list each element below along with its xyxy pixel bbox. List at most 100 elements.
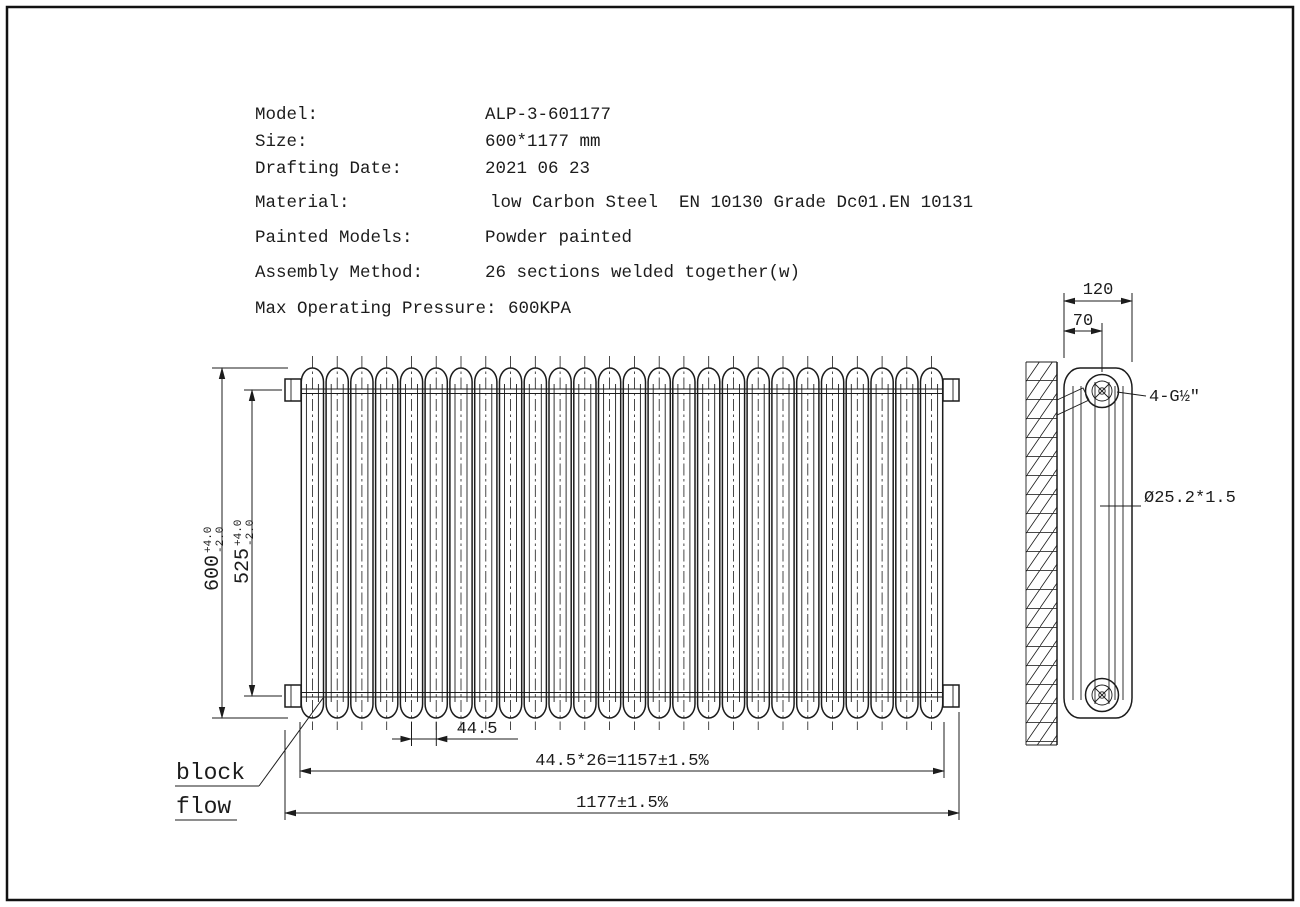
section-outline [523,367,548,719]
spec-value: Powder painted [485,228,632,248]
flow-note-line1: block [176,760,245,786]
radiator-section [721,356,746,730]
section-outline [350,367,374,719]
radiator-section [548,356,572,730]
tube-diameter-callout: Ø25.2*1.5 [1100,489,1236,508]
section-outline [795,367,820,719]
flow-note-line2: flow [176,794,231,820]
side-view: 120 70 4-G½" Ø25.2*1.5 [1025,281,1236,746]
dimension-height-600: 600 +4.0 -2.0 [202,367,288,719]
wall-hatch [1026,362,1057,745]
bottom-pipe-fitting [1084,677,1120,713]
section-outline [895,367,919,719]
sheet-border [5,5,1295,902]
section-outline [845,367,870,719]
connection-thread-callout: 4-G½" [1116,388,1200,407]
connector-bushing-top-right [942,378,960,402]
section-outline [597,367,622,719]
section-outline [449,367,473,719]
radiator-section [672,356,696,730]
radiator-section [498,356,523,730]
section-outline [870,367,894,719]
spec-label: Assembly Method: [255,263,423,283]
section-outline [672,367,696,719]
radiator-section [746,356,771,730]
radiator-section [449,356,473,730]
dimension-inner-height-525: 525 +4.0 -2.0 [232,389,282,697]
leader-line [1116,391,1147,397]
section-outline [696,367,721,719]
radiator-section [300,356,325,730]
radiator-section [473,356,498,730]
radiator-section [771,356,795,730]
spec-block: Model: ALP-3-601177 Size: 600*1177 mm Dr… [255,105,973,319]
spec-label: Material: [255,193,350,213]
radiator-section [647,356,672,730]
spec-value: low Carbon Steel EN 10130 Grade Dc01.EN … [490,193,973,213]
radiator-sections [300,356,944,730]
dim-tolerance-plus: +4.0 [233,520,245,546]
dim-tolerance-plus: +4.0 [203,527,215,553]
dimension-pipe-offset-70: 70 [1063,312,1103,372]
spec-label: Drafting Date: [255,159,402,179]
dimension-overall-width-1177: 1177±1.5% [284,712,960,820]
radiator-section [820,356,845,730]
spec-label: Size: [255,132,308,152]
leader-line [258,697,324,787]
spec-label: Painted Models: [255,228,413,248]
spec-value: 2021 06 23 [485,159,590,179]
dim-tolerance-minus: -2.0 [245,520,257,546]
radiator-section [919,356,944,730]
section-outline [325,367,350,719]
dim-value: 525 [232,548,255,584]
section-outline [622,367,647,719]
thread-label: 4-G½" [1149,388,1200,407]
radiator-section [424,356,449,730]
section-outline [498,367,523,719]
spec-value: ALP-3-601177 [485,105,611,125]
section-outline [820,367,845,719]
dim-value: 44.5 [457,720,498,739]
top-pipe-fitting [1084,373,1120,409]
dim-tolerance-minus: -2.0 [215,527,227,553]
section-outline [721,367,746,719]
radiator-section [622,356,647,730]
dim-value: 120 [1083,281,1114,300]
radiator-section [350,356,374,730]
section-outline [746,367,771,719]
spec-value: 26 sections welded together(w) [485,263,800,283]
section-outline [374,367,399,719]
connector-bushing-bottom-right [942,684,960,708]
spec-value: 600KPA [508,299,572,319]
radiator-section [597,356,622,730]
section-outline [647,367,672,719]
section-outline [919,367,944,719]
tube-label: Ø25.2*1.5 [1144,489,1236,508]
radiator-section [325,356,350,730]
spec-label: Model: [255,105,318,125]
section-outline [399,367,424,719]
radiator-section [870,356,894,730]
section-outline [300,367,325,719]
flow-annotation: block flow [175,697,324,821]
radiator-section [696,356,721,730]
radiator-section [399,356,424,730]
spec-value: 600*1177 mm [485,132,601,152]
connector-bushing-top-left [284,378,302,402]
radiator-section [895,356,919,730]
radiator-section [845,356,870,730]
radiator-section [374,356,399,730]
radiator-side-profile [1056,367,1133,719]
dim-value: 600 [202,555,225,591]
spec-label: Max Operating Pressure: [255,299,497,319]
wall-section [1025,361,1058,746]
dimension-depth-120: 120 [1063,281,1133,362]
dim-value: 1177±1.5% [576,794,669,813]
radiator-section [573,356,597,730]
radiator-section [523,356,548,730]
dim-value: 70 [1073,312,1093,331]
section-outline [573,367,597,719]
connector-bushing-bottom-left [284,684,302,708]
